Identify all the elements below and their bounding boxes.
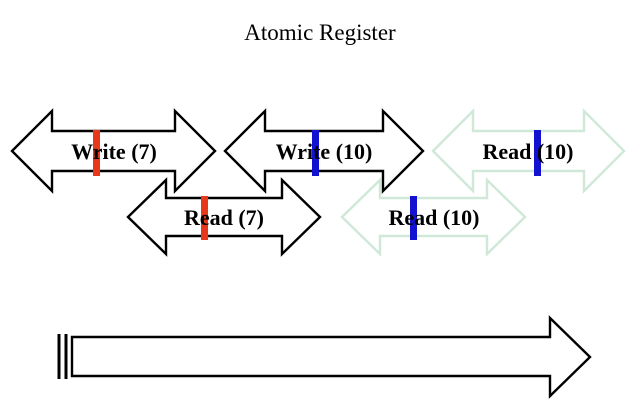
operation-read-10-top: Read (10): [431, 108, 626, 194]
operation-label: Write (7): [71, 139, 157, 164]
linearization-point-tick: [410, 196, 417, 240]
operation-read-10-bottom: Read (10): [340, 177, 527, 257]
linearization-point-tick: [93, 130, 100, 176]
double-arrow-shape: [223, 108, 425, 194]
operation-write-10: Write (10): [223, 108, 425, 194]
double-arrow-shape: [431, 108, 626, 194]
time-axis: [57, 315, 592, 399]
operation-label: Read (10): [482, 139, 573, 164]
double-arrow-shape: [10, 108, 217, 194]
linearization-point-tick: [534, 130, 541, 176]
operation-write-7: Write (7): [10, 108, 217, 194]
linearization-point-tick: [312, 130, 319, 176]
operation-label: Write (10): [276, 139, 373, 164]
double-arrow-shape: [340, 177, 527, 257]
operation-label: Read (10): [388, 205, 479, 230]
double-arrow-shape: [126, 177, 322, 257]
diagram-title: Atomic Register: [244, 20, 396, 45]
linearization-point-tick: [201, 196, 208, 240]
operation-label: Read (7): [184, 205, 264, 230]
time-axis-arrow: [70, 315, 592, 399]
operation-read-7: Read (7): [126, 177, 322, 257]
